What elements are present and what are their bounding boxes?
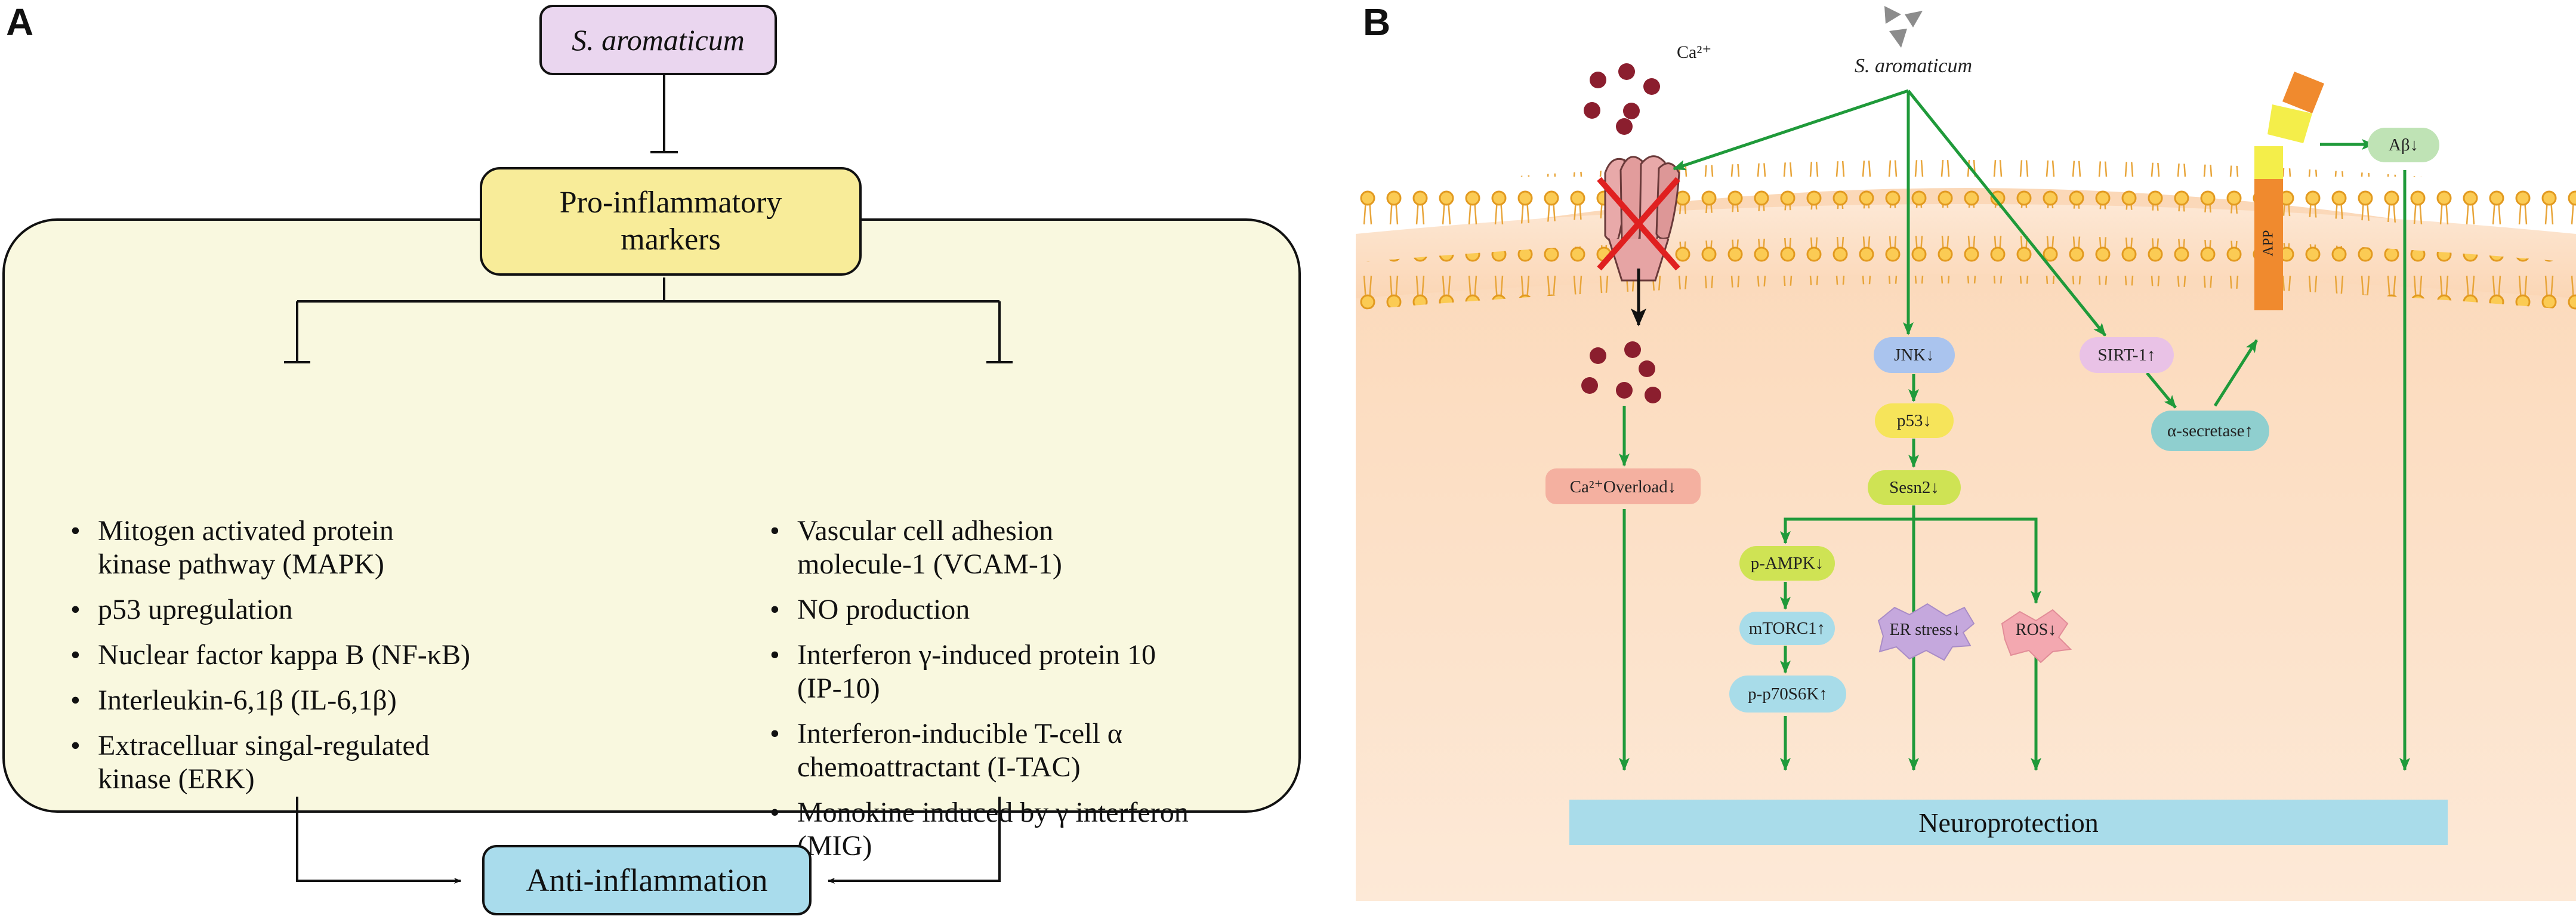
er-stress-shape (1877, 603, 1975, 661)
right-marker-item: NO production (770, 593, 1295, 627)
jnk-node: JNK↓ (1874, 337, 1955, 373)
app-fragment-yellow (2268, 104, 2312, 143)
neuroprotection-label: Neuroprotection (1918, 807, 2099, 838)
mtorc1-node: mTORC1↑ (1739, 612, 1835, 645)
arrow-left-to-outcome (296, 797, 461, 884)
er-stress-label: ER stress↓ (1889, 621, 1961, 639)
right-marker-item: Interferon γ-induced protein 10(IP-10) (770, 639, 1295, 705)
left-marker-item-line: Mitogen activated protein (98, 515, 394, 547)
p-p70s6k-node: p-p70S6K↑ (1729, 676, 1846, 713)
abeta-node: Aβ↓ (2368, 128, 2439, 162)
left-marker-item-line: Interleukin-6,1β (IL-6,1β) (98, 684, 397, 716)
left-marker-item-line: Nuclear factor kappa B (NF-κB) (98, 639, 470, 671)
ros-label: ROS↓ (2015, 621, 2057, 639)
right-marker-item-line: NO production (797, 594, 970, 625)
calcium-channel-icon (1604, 155, 1680, 282)
calcium-ions-outside (1584, 63, 1660, 135)
neuroprotection-bar (1569, 800, 2448, 845)
alpha-secretase-node: α-secretase↑ (2151, 411, 2269, 451)
right-marker-item: Interferon-inducible T-cell αchemoattrac… (770, 717, 1295, 784)
p-ampk-node: p-AMPK↓ (1739, 546, 1835, 581)
left-marker-item: Interleukin-6,1β (IL-6,1β) (70, 684, 703, 717)
sirt1-node: SIRT-1↑ (2080, 337, 2174, 373)
ca-overload-node: Ca²⁺Overload↓ (1545, 468, 1701, 504)
left-marker-item-line: Extracelluar singal-regulated (98, 730, 430, 761)
calcium-ions-inside (1581, 341, 1661, 403)
markers-line-2: markers (621, 223, 721, 257)
right-marker-item-line: Interferon γ-induced protein 10 (797, 639, 1156, 671)
right-marker-item-line: Monokine induced by γ interferon (797, 797, 1189, 828)
right-marker-item-line: Interferon-inducible T-cell α (797, 718, 1122, 750)
right-marker-item-line: chemoattractant (I-TAC) (797, 751, 1081, 783)
right-marker-item-line: (IP-10) (797, 673, 880, 704)
anti-inflammation-node: Anti-inflammation (482, 845, 812, 915)
cell-body (1356, 188, 2576, 901)
left-marker-item: Nuclear factor kappa B (NF-κB) (70, 639, 703, 672)
app-fragment-orange (2282, 72, 2324, 113)
right-marker-item-line: molecule-1 (VCAM-1) (797, 548, 1062, 580)
compound-label: S. aromaticum (1855, 55, 1973, 77)
compound-icon (1884, 6, 1901, 24)
app-protein-icon (2254, 179, 2283, 310)
sesn2-node: Sesn2↓ (1868, 470, 1961, 505)
app-label: APP (2260, 230, 2276, 257)
left-marker-item-line: kinase pathway (MAPK) (98, 548, 384, 580)
right-marker-item-line: Vascular cell adhesion (797, 515, 1054, 547)
ros-shape (2001, 609, 2072, 664)
s-aromaticum-node: S. aromaticum (539, 5, 777, 75)
left-marker-item: p53 upregulation (70, 593, 703, 627)
panel-a-letter: A (6, 1, 34, 44)
p53-node: p53↓ (1875, 403, 1954, 438)
markers-line-1: Pro-inflammatory (559, 186, 782, 220)
left-marker-item-line: kinase (ERK) (98, 763, 255, 795)
left-marker-item-line: p53 upregulation (98, 594, 293, 625)
pro-inflammatory-markers-node: Pro-inflammatory markers (480, 167, 862, 276)
calcium-label: Ca²⁺ (1677, 42, 1712, 62)
panel-b-letter: B (1363, 1, 1391, 44)
